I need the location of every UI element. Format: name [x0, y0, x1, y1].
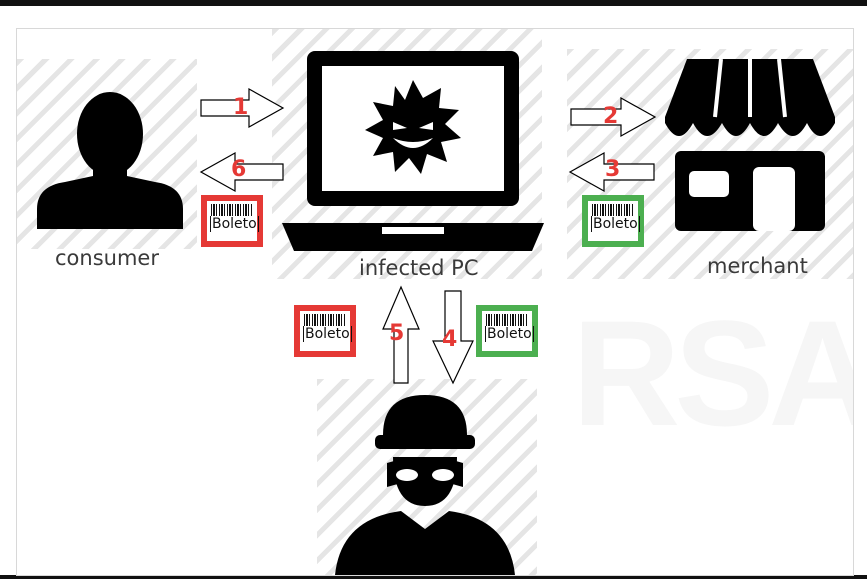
consumer-person-icon [37, 92, 183, 229]
consumer-label: consumer [55, 246, 159, 270]
barcode-icon [486, 314, 528, 326]
barcode-icon [304, 314, 346, 326]
boleto-text: Boleto [303, 326, 352, 342]
merchant-label: merchant [707, 254, 808, 278]
arrow-step-5 [382, 285, 420, 384]
boleto-text: Boleto [485, 326, 534, 342]
diagram-canvas: RSA consumer infected PC [16, 28, 854, 576]
rsa-watermark: RSA [572, 289, 854, 457]
step-number-4: 4 [442, 327, 458, 352]
barcode-icon [211, 204, 253, 216]
boleto-text: Boleto [591, 216, 640, 232]
boleto-legit-intercepted: Boleto [476, 305, 538, 357]
arrow-step-4 [432, 290, 474, 385]
step-number-1: 1 [233, 95, 249, 120]
step-number-5: 5 [389, 321, 405, 346]
arrow-step-2 [570, 96, 657, 138]
infected-laptop-icon [282, 51, 544, 251]
barcode-icon [592, 204, 634, 216]
step-number-6: 6 [231, 157, 247, 182]
boleto-legit-merchant: Boleto [582, 195, 644, 247]
attacker-thief-icon [335, 395, 515, 575]
infected-pc-label: infected PC [359, 256, 479, 280]
arrow-step-3 [568, 151, 655, 193]
arrow-step-1 [200, 87, 285, 129]
merchant-store-icon [665, 59, 835, 231]
step-number-3: 3 [605, 157, 621, 182]
arrow-step-6 [199, 151, 284, 193]
boleto-fraudulent-consumer: Boleto [201, 195, 263, 247]
boleto-text: Boleto [210, 216, 259, 232]
step-number-2: 2 [603, 104, 619, 129]
boleto-fraudulent-attacker: Boleto [294, 305, 356, 357]
